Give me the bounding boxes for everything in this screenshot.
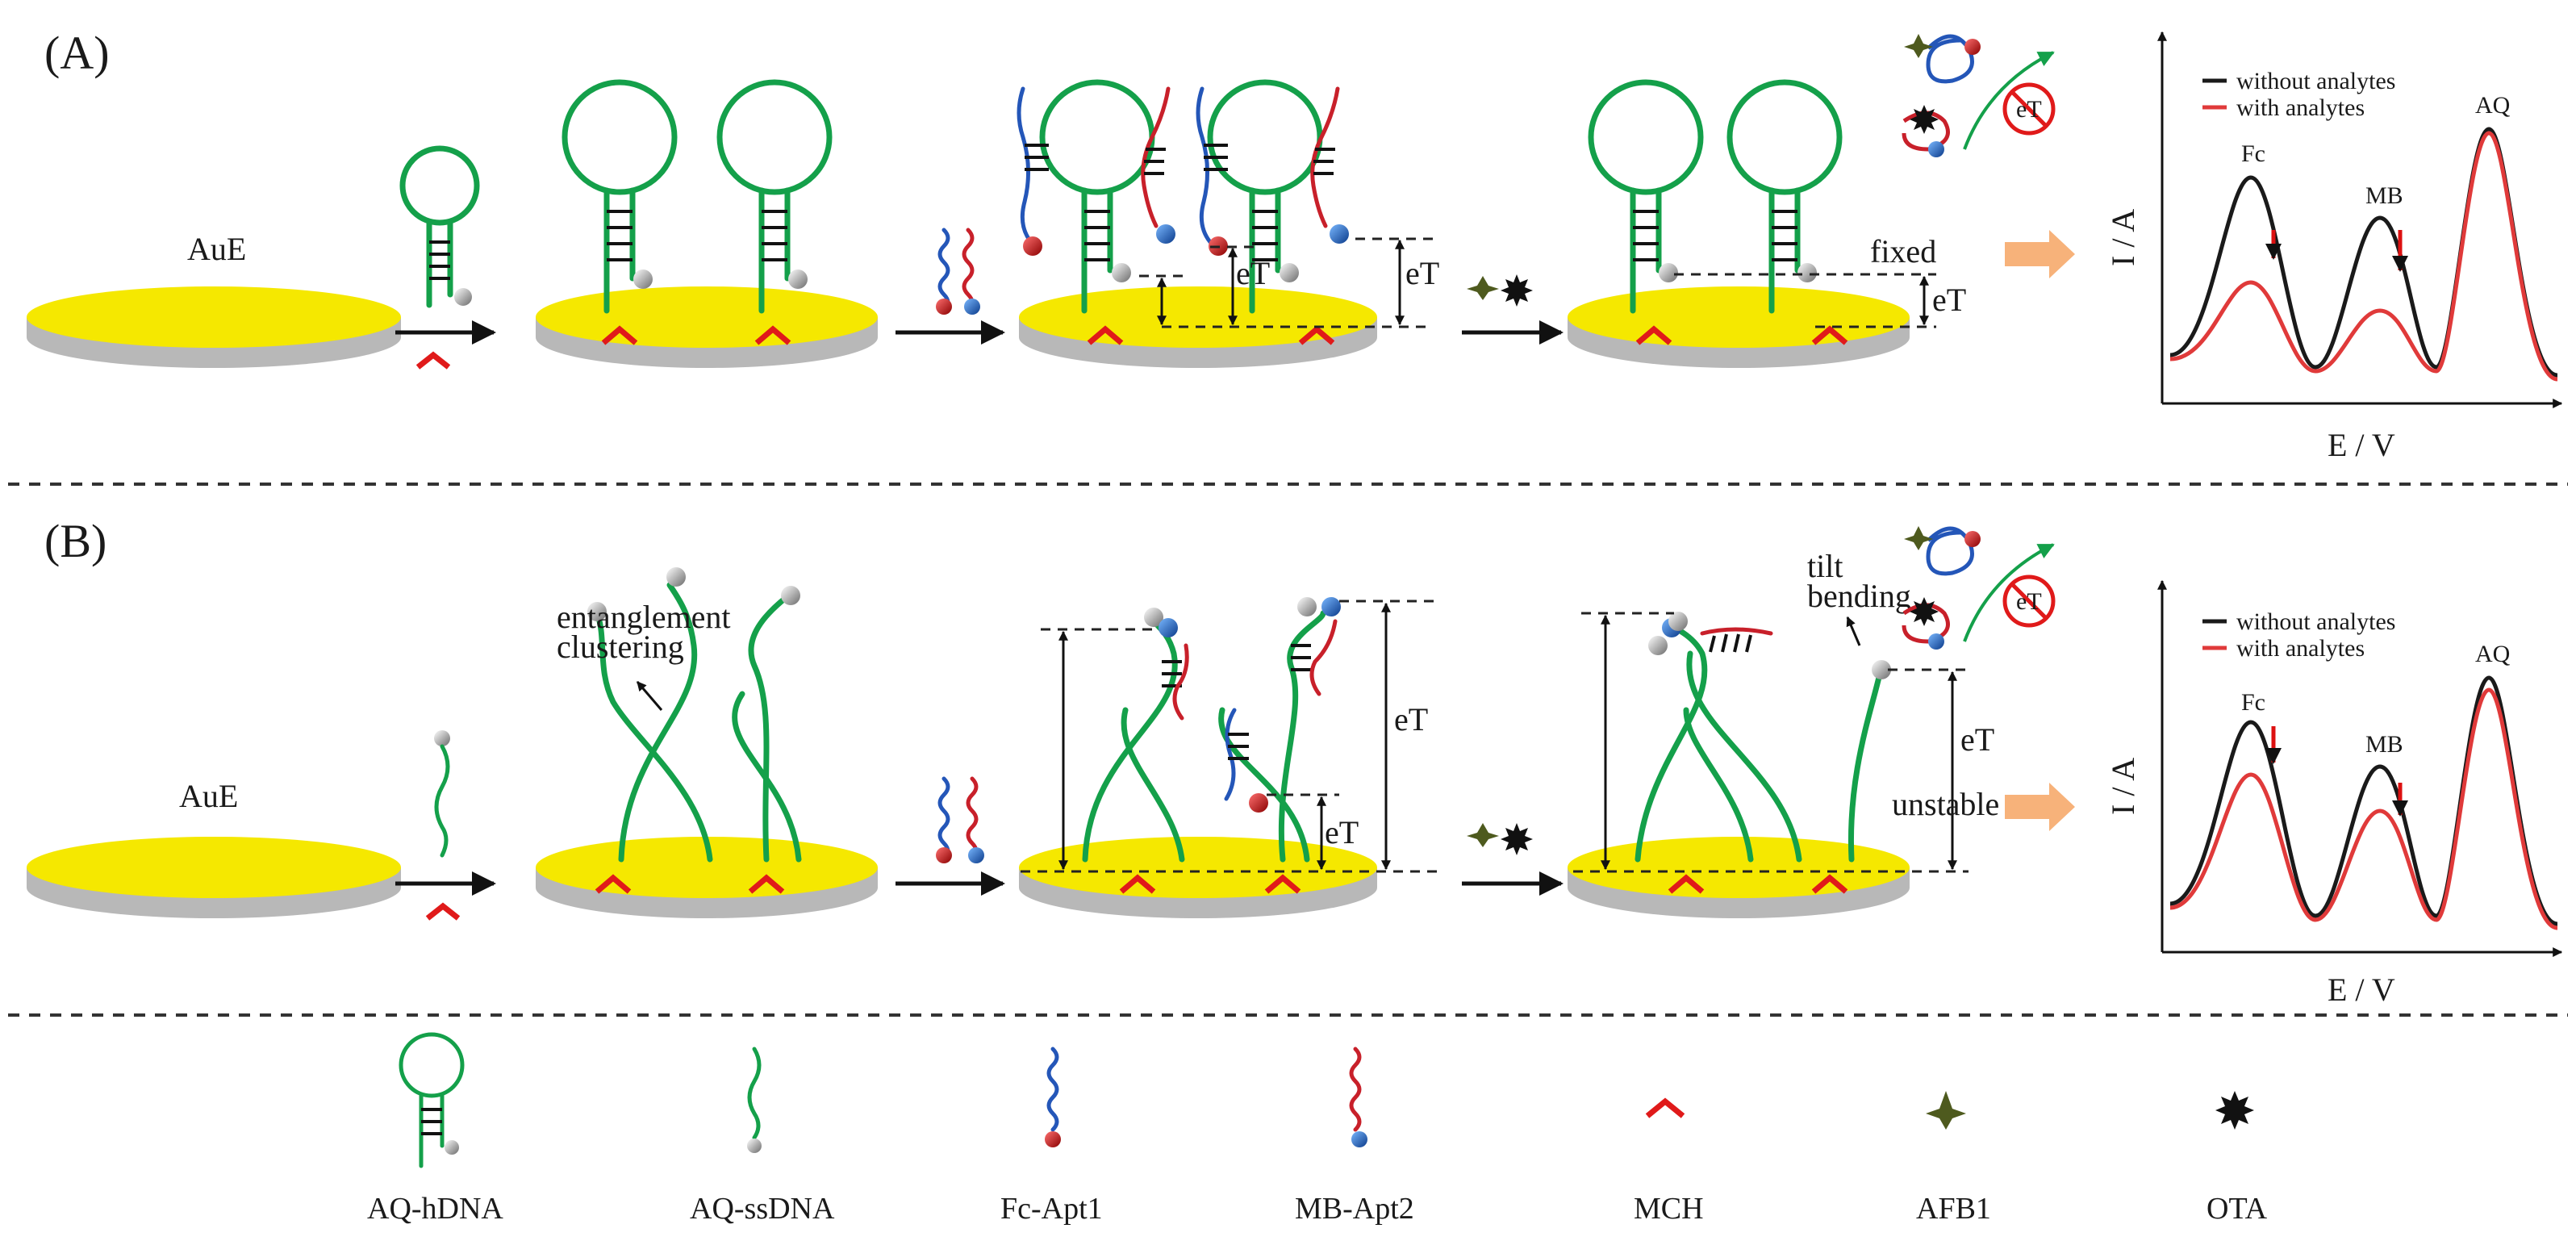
clustering-label: clustering (557, 629, 684, 665)
electrode-a1 (27, 286, 401, 368)
legend-ssdna-icon (747, 1047, 762, 1153)
hairpin-a2-right (716, 79, 833, 314)
plot-b-xlabel: E / V (2328, 971, 2395, 1008)
electrode-b1 (27, 837, 401, 918)
mch-b2-2 (748, 874, 785, 894)
legend-mb-aptamer-icon (1349, 1047, 1367, 1147)
curve-with-b (2169, 687, 2558, 930)
plot-b-peak-mb: MB (2365, 731, 2403, 758)
hairpin-a4-right (1726, 79, 1843, 314)
entanglement-pointer (636, 681, 663, 711)
ssdna-tangle-b4 (1635, 612, 1891, 863)
plot-b-legend-without: without analytes (2236, 608, 2395, 635)
plot-a-peak-aq: AQ (2475, 92, 2511, 119)
hairpin-a3-right (1196, 79, 1349, 314)
legend-fc-aptamer-icon (1045, 1047, 1061, 1147)
mch-icon-step-a (415, 351, 451, 370)
aptamer-reagents-a (936, 228, 980, 315)
orange-arrow-a (2005, 230, 2075, 278)
legend-hairpin-dna-icon (399, 1032, 465, 1168)
legend-label-aq-hdna: AQ-hDNA (367, 1192, 503, 1226)
mch-a2-1 (601, 325, 638, 345)
mch-b3-2 (1264, 874, 1301, 894)
legend-label-mb-apt2: MB-Apt2 (1295, 1192, 1414, 1226)
mch-a3-1 (1087, 325, 1124, 345)
plot-b (2157, 579, 2563, 957)
mch-a3-2 (1298, 325, 1335, 345)
plot-a-legend-with: with analytes (2236, 94, 2365, 121)
released-complex-a (1902, 34, 2056, 157)
et-label-b3-2: eT (1394, 701, 1428, 737)
mch-a4-2 (1811, 325, 1848, 345)
mch-b2-1 (595, 874, 632, 894)
et-label-a4: eT (1932, 282, 1966, 318)
plot-a-legend-without: without analytes (2236, 68, 2395, 94)
legend-label-mch: MCH (1634, 1192, 1704, 1226)
et-label-a3-1: eT (1236, 255, 1270, 291)
panel-b-label: (B) (44, 515, 106, 567)
ssdna-tangle-b3 (1082, 597, 1341, 863)
electrode-b3 (1019, 837, 1377, 918)
electrode-a2 (536, 286, 878, 368)
et-indicators-a3 (1139, 237, 1436, 328)
panel-a-label: (A) (44, 27, 110, 79)
legend-label-ota: OTA (2207, 1192, 2268, 1226)
hairpin-a3-left (1017, 79, 1175, 314)
et-label-b3-1: eT (1325, 814, 1359, 850)
mch-b4-2 (1811, 874, 1848, 894)
tilt-label: tilt (1807, 548, 1843, 584)
legend-mch-icon (1645, 1097, 1685, 1118)
mch-a2-2 (754, 325, 791, 345)
et-label-b4: eT (1960, 721, 1994, 758)
plot-a-peak-fc: Fc (2241, 140, 2265, 167)
released-complex-b (1902, 526, 2056, 650)
mch-icon-step-b (425, 902, 461, 921)
fixed-label: fixed (1870, 233, 1936, 270)
plot-b-peak-fc: Fc (2241, 689, 2265, 716)
bending-label: bending (1807, 578, 1911, 614)
curve-with-a (2169, 131, 2558, 382)
mch-a4-1 (1635, 325, 1672, 345)
et-indicator-a4 (1674, 273, 1936, 328)
legend-label-aq-ssdna: AQ-ssDNA (690, 1192, 835, 1226)
hairpin-reagent-a (399, 145, 480, 308)
analytes-a (1467, 274, 1533, 307)
plot-a-xlabel: E / V (2328, 427, 2395, 463)
et-forbidden-a: eT (2016, 96, 2042, 123)
legend-afb1-star-icon (1926, 1091, 1966, 1130)
analytes-b (1467, 823, 1533, 855)
unstable-label: unstable (1892, 786, 1999, 822)
entanglement-label: entanglement (557, 599, 730, 635)
et-indicators-b4 (1573, 612, 1969, 873)
plot-b-peak-aq: AQ (2475, 641, 2511, 667)
curve-without-a (2169, 127, 2558, 378)
mch-b4-1 (1668, 874, 1705, 894)
plot-a-ylabel: I / A (2105, 209, 2141, 266)
plot-b-legend-with: with analytes (2236, 635, 2365, 662)
legend-label-afb1: AFB1 (1916, 1192, 1991, 1226)
orange-arrow-b (2005, 783, 2075, 831)
mch-b3-1 (1119, 874, 1156, 894)
aue-label-a: AuE (187, 231, 246, 267)
legend-ota-burst-icon (2215, 1091, 2254, 1130)
legend-label-fc-apt1: Fc-Apt1 (1000, 1192, 1103, 1226)
et-forbidden-b: eT (2016, 588, 2042, 615)
plot-a-peak-mb: MB (2365, 182, 2403, 209)
et-label-a3-2: eT (1405, 255, 1439, 291)
electrode-b4 (1568, 837, 1910, 918)
aptamer-reagents-b (936, 776, 984, 863)
hairpin-a2-left (562, 79, 678, 314)
ssdna-tangle-b2 (587, 567, 802, 863)
plot-b-ylabel: I / A (2105, 758, 2141, 815)
ssdna-reagent-b (434, 730, 450, 858)
plot-a (2157, 31, 2563, 408)
aue-label-b: AuE (179, 778, 238, 814)
curve-without-b (2169, 675, 2558, 926)
tilt-pointer (1846, 616, 1861, 646)
et-indicators-b3 (1021, 600, 1444, 873)
hairpin-a4-left (1588, 79, 1704, 314)
